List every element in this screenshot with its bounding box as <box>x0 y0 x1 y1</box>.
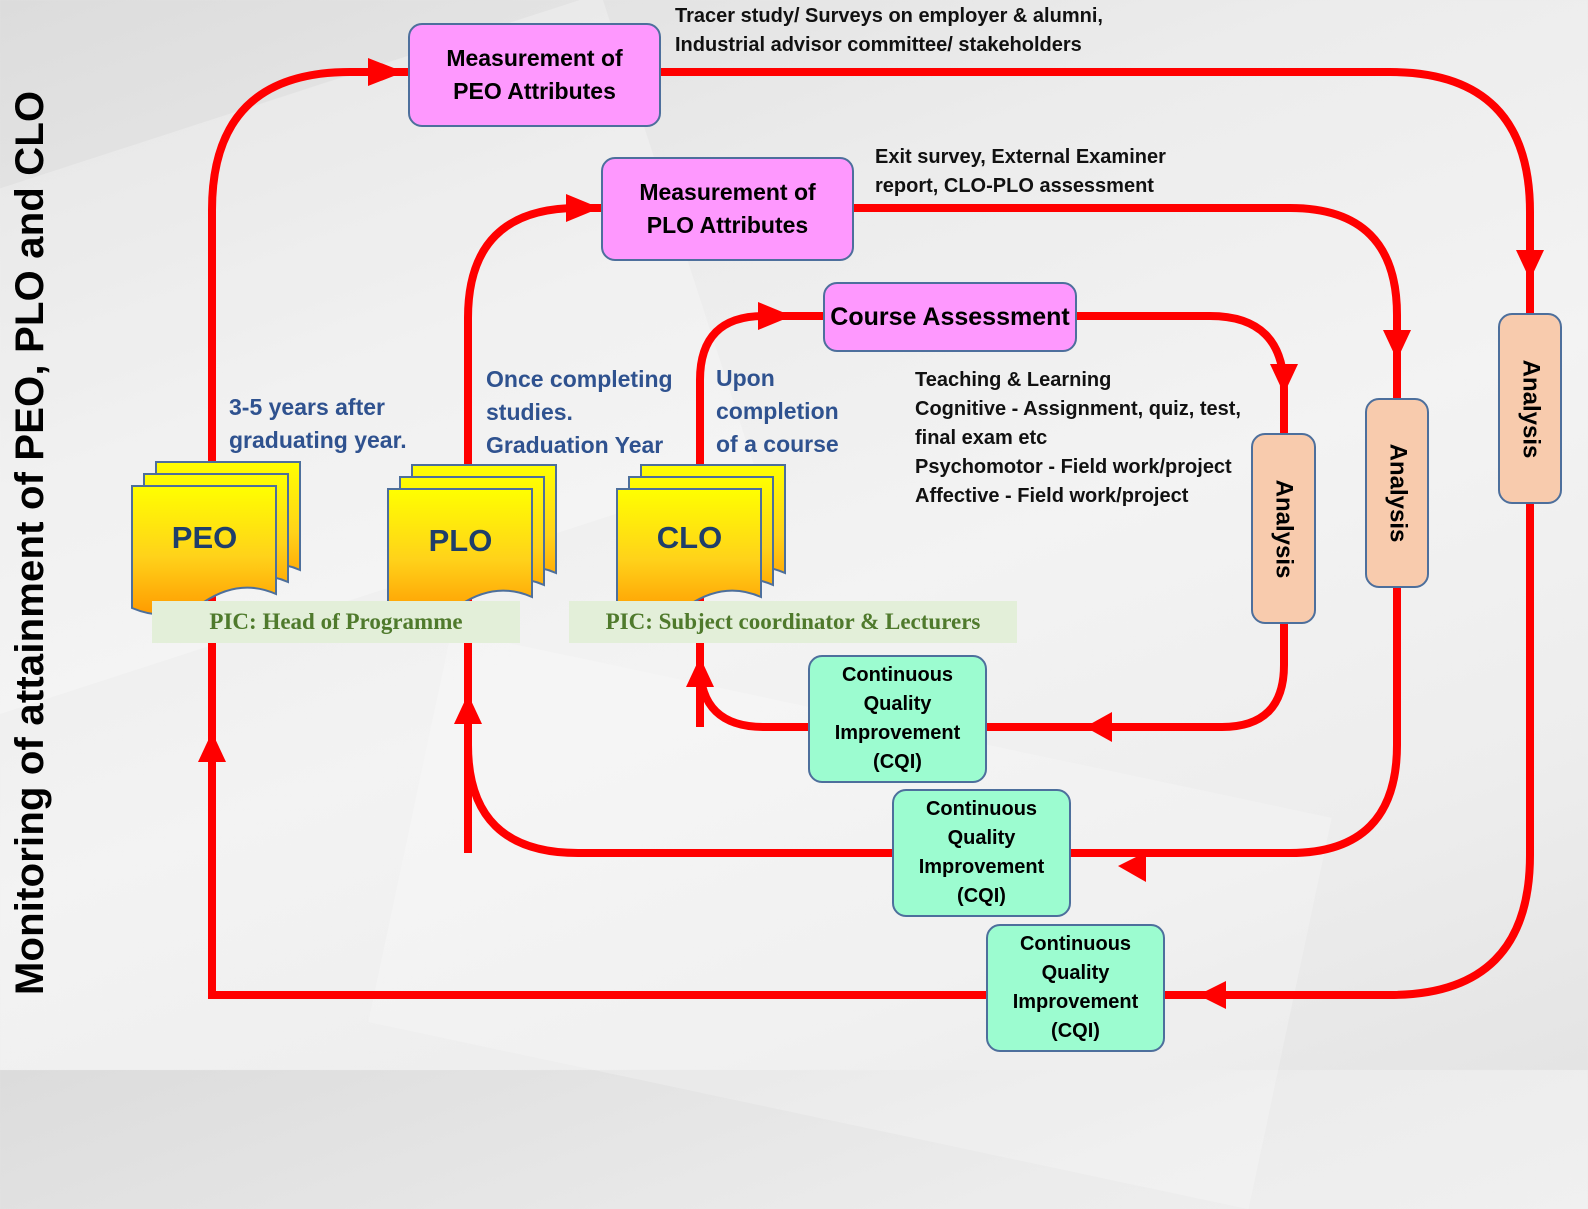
cqi-line: (CQI) <box>1051 1020 1100 1042</box>
peo-measurement-box[interactable]: Measurement of PEO Attributes <box>408 23 661 127</box>
analysis-label: Analysis <box>1384 443 1411 543</box>
plo-analysis-box[interactable]: Analysis <box>1365 398 1429 588</box>
arrow-down-icon <box>1270 364 1298 394</box>
arrow-right-icon <box>368 58 404 86</box>
clo-timing-label: Upon completion of a course <box>716 362 839 461</box>
peo-measurement-note: Tracer study/ Surveys on employer & alum… <box>675 2 1103 60</box>
course-assessment-label: Course Assessment <box>830 302 1070 331</box>
analysis-label: Analysis <box>1270 479 1298 578</box>
peo-cqi-box[interactable]: Continuous Quality Improvement (CQI) <box>986 924 1165 1052</box>
course-method-item: Affective - Field work/project <box>915 485 1189 507</box>
arrow-up-icon <box>686 657 714 687</box>
peo-document-stack <box>131 461 301 616</box>
course-method-item: Teaching & Learning <box>915 369 1112 391</box>
arrow-up-icon <box>198 732 226 762</box>
arrow-right-icon <box>758 302 792 330</box>
clo-cqi-box[interactable]: Continuous Quality Improvement (CQI) <box>808 655 987 783</box>
timing-line: Once completing <box>486 366 673 392</box>
arrow-left-icon <box>1118 852 1146 882</box>
arrow-up-icon <box>454 694 482 724</box>
arrow-down-icon <box>1383 330 1411 360</box>
timing-line: completion <box>716 398 839 424</box>
loop-diagram <box>131 58 1544 1009</box>
cqi-line: Continuous <box>841 664 954 686</box>
timing-line: graduating year. <box>229 427 407 453</box>
cqi-line: Continuous <box>1019 933 1132 955</box>
clo-document-label: CLO <box>656 520 723 555</box>
peo-document-label: PEO <box>171 520 238 555</box>
course-method-item: Psychomotor - Field work/project <box>915 456 1232 478</box>
clo-document[interactable]: CLO <box>617 465 787 603</box>
cqi-line: (CQI) <box>957 885 1006 907</box>
plo-timing-label: Once completing studies. Graduation Year <box>486 363 673 462</box>
timing-line: Graduation Year <box>486 432 664 458</box>
peo-measurement-line1: Measurement of <box>446 45 623 71</box>
peo-loop <box>208 68 1534 999</box>
note-line: Exit survey, External Examiner <box>875 146 1166 168</box>
timing-line: Upon <box>716 365 775 391</box>
plo-document[interactable]: PLO <box>388 465 558 603</box>
plo-document-stack <box>387 464 557 619</box>
peo-document[interactable]: PEO <box>132 462 302 600</box>
course-methods-list: Teaching & Learning Cognitive - Assignme… <box>915 366 1241 511</box>
course-assessment-box[interactable]: Course Assessment <box>823 282 1077 352</box>
course-method-item: final exam etc <box>915 427 1048 449</box>
analysis-label: Analysis <box>1517 359 1544 458</box>
course-method-item: Cognitive - Assignment, quiz, test, <box>915 398 1241 420</box>
timing-line: of a course <box>716 431 839 457</box>
note-line: report, CLO-PLO assessment <box>875 175 1154 197</box>
arrow-left-icon <box>1198 981 1226 1009</box>
timing-line: studies. <box>486 399 573 425</box>
cqi-line: Continuous <box>925 798 1038 820</box>
pic-programme-label: PIC: Head of Programme <box>152 601 520 643</box>
clo-analysis-box[interactable]: Analysis <box>1251 433 1316 624</box>
plo-measurement-line2: PLO Attributes <box>646 212 809 238</box>
cqi-line: (CQI) <box>873 751 922 773</box>
page-title: Monitoring of attainment of PEO, PLO and… <box>8 90 52 995</box>
arrow-right-icon <box>566 194 600 222</box>
note-line: Tracer study/ Surveys on employer & alum… <box>675 5 1103 27</box>
peo-measurement-line2: PEO Attributes <box>453 78 616 104</box>
arrow-down-icon <box>1516 250 1544 280</box>
cqi-line: Improvement <box>918 856 1045 878</box>
plo-measurement-box[interactable]: Measurement of PLO Attributes <box>601 157 854 261</box>
plo-measurement-note: Exit survey, External Examiner report, C… <box>875 143 1166 201</box>
pic-course-label: PIC: Subject coordinator & Lecturers <box>569 601 1017 643</box>
note-line: Industrial advisor committee/ stakeholde… <box>675 34 1082 56</box>
plo-cqi-box[interactable]: Continuous Quality Improvement (CQI) <box>892 789 1071 917</box>
plo-measurement-line1: Measurement of <box>639 179 816 205</box>
arrow-left-icon <box>1085 712 1112 742</box>
plo-document-label: PLO <box>428 523 493 558</box>
cqi-line: Quality <box>1041 962 1110 984</box>
cqi-line: Improvement <box>1012 991 1139 1013</box>
peo-analysis-box[interactable]: Analysis <box>1498 313 1562 504</box>
peo-timing-label: 3-5 years after graduating year. <box>229 391 407 457</box>
cqi-line: Improvement <box>834 722 961 744</box>
timing-line: 3-5 years after <box>229 394 385 420</box>
cqi-line: Quality <box>947 827 1016 849</box>
cqi-line: Quality <box>863 693 932 715</box>
